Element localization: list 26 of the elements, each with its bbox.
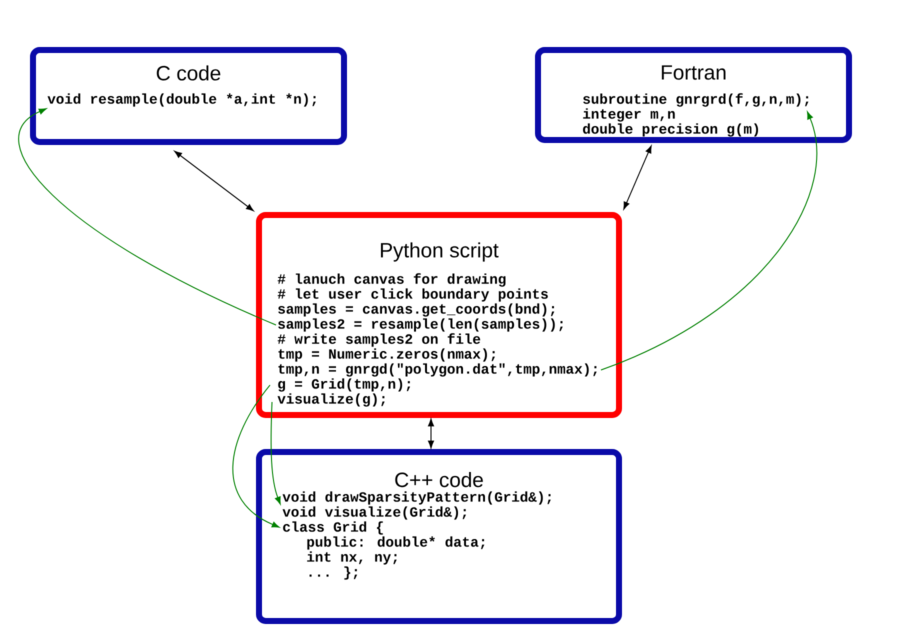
code-line: subroutine gnrgrd(f,g,n,m); (583, 93, 808, 107)
code-line: void visualize(Grid&); (282, 506, 466, 520)
code-line: integer m,n (583, 108, 675, 122)
code-line: # let user click boundary points (278, 288, 548, 302)
code-line: ... }; (310, 566, 358, 580)
arrow (600, 112, 818, 370)
arrow (174, 150, 254, 212)
arrow (232, 384, 280, 528)
arrow (18, 108, 276, 326)
code-line: void drawSparsityPattern(Grid&); (282, 491, 551, 505)
code-line: g = Grid(tmp,n); (278, 378, 410, 392)
arrow (623, 146, 652, 210)
code-line: int nx, ny; (307, 551, 397, 565)
code-line: # lanuch canvas for drawing (278, 273, 506, 287)
code-line: void resample(double *a,int *n); (48, 93, 316, 107)
code-line: # write samples2 on file (278, 333, 480, 347)
code-line: double precision g(m) (583, 123, 758, 137)
code-line: tmp,n = gnrgd("polygon.dat",tmp,nmax); (278, 363, 597, 377)
arrow (428, 418, 434, 448)
code-line: samples2 = resample(len(samples)); (278, 318, 563, 332)
code-line: public: double* data; (307, 536, 484, 550)
arrow (270, 402, 281, 504)
code-line: tmp = Numeric.zeros(nmax); (278, 348, 495, 362)
code-line: samples = canvas.get_coords(bnd); (278, 303, 554, 317)
code-line: class Grid { (283, 521, 383, 535)
code-line: visualize(g); (278, 393, 385, 407)
